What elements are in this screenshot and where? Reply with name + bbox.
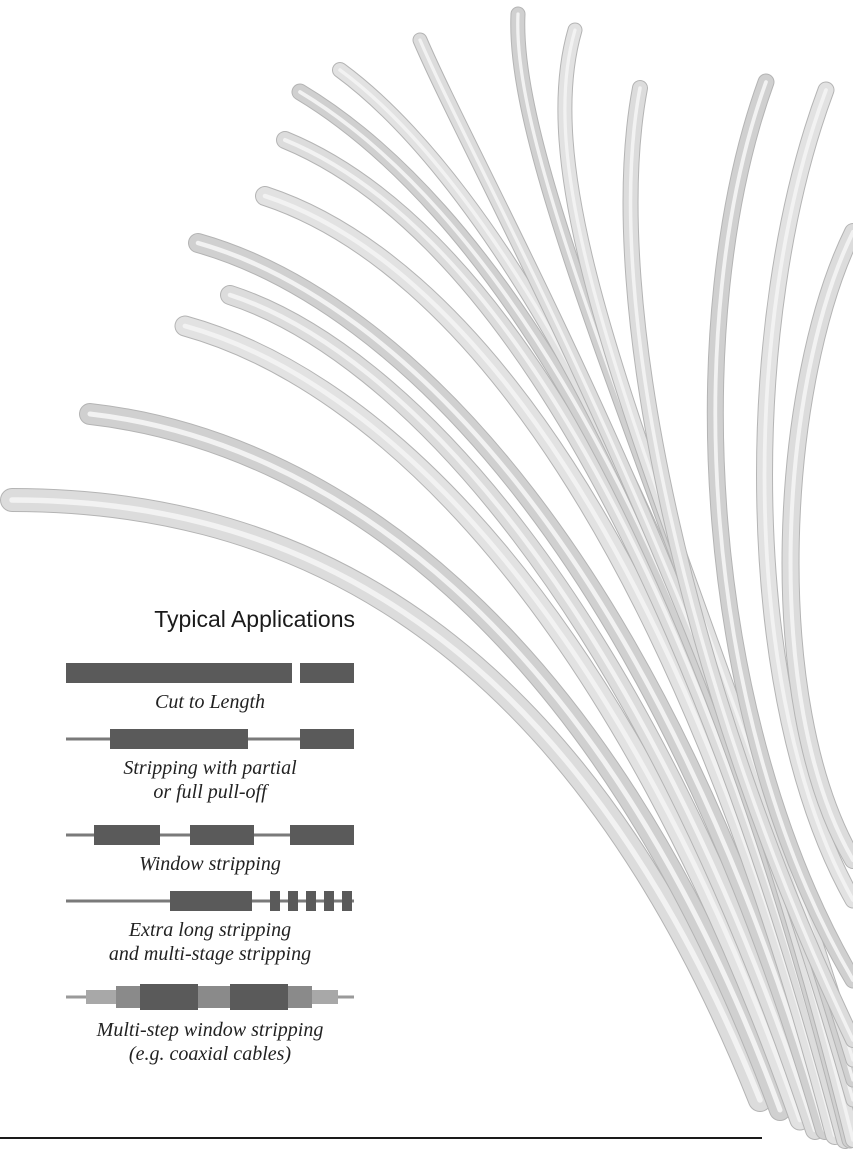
- app-label-coaxial-line2: (e.g. coaxial cables): [128, 1043, 292, 1065]
- window-stripping-diagram: [66, 825, 354, 845]
- cable-highlight-4: [195, 240, 828, 1133]
- partial-pull-off-diagram: [66, 729, 354, 749]
- cable-14: [757, 82, 853, 908]
- cable-highlight-13: [713, 80, 853, 982]
- cable-highlight-14: [762, 88, 853, 902]
- cable-highlight-0: [9, 497, 763, 1103]
- app-label-partial-pull-off-line2: or full pull-off: [153, 781, 267, 803]
- cable-highlight-3: [227, 292, 818, 1133]
- cable-highlight-15: [788, 230, 853, 862]
- app-label-coaxial: Multi-step window stripping: [96, 1019, 324, 1041]
- app-label-window-stripping: Window stripping: [139, 853, 281, 875]
- cable-highlight-2: [182, 323, 803, 1123]
- cut-to-length-diagram: [66, 663, 354, 683]
- typical-applications-title: Typical Applications: [154, 606, 355, 632]
- cable-highlight-12: [628, 86, 853, 1042]
- bottom-rule: [0, 1137, 762, 1139]
- app-label-extra-long-line2: and multi-stage stripping: [108, 943, 312, 965]
- coaxial-window-stripping-diagram: [66, 984, 354, 1010]
- app-label-partial-pull-off: Stripping with partial: [123, 757, 297, 779]
- cable-highlight-6: [283, 138, 847, 1142]
- multi-stage-stripping-diagram: [66, 891, 354, 911]
- app-label-cut-to-length: Cut to Length: [154, 691, 265, 713]
- app-label-extra-long: Extra long stripping: [128, 919, 292, 941]
- cable-highlight-1: [87, 411, 783, 1113]
